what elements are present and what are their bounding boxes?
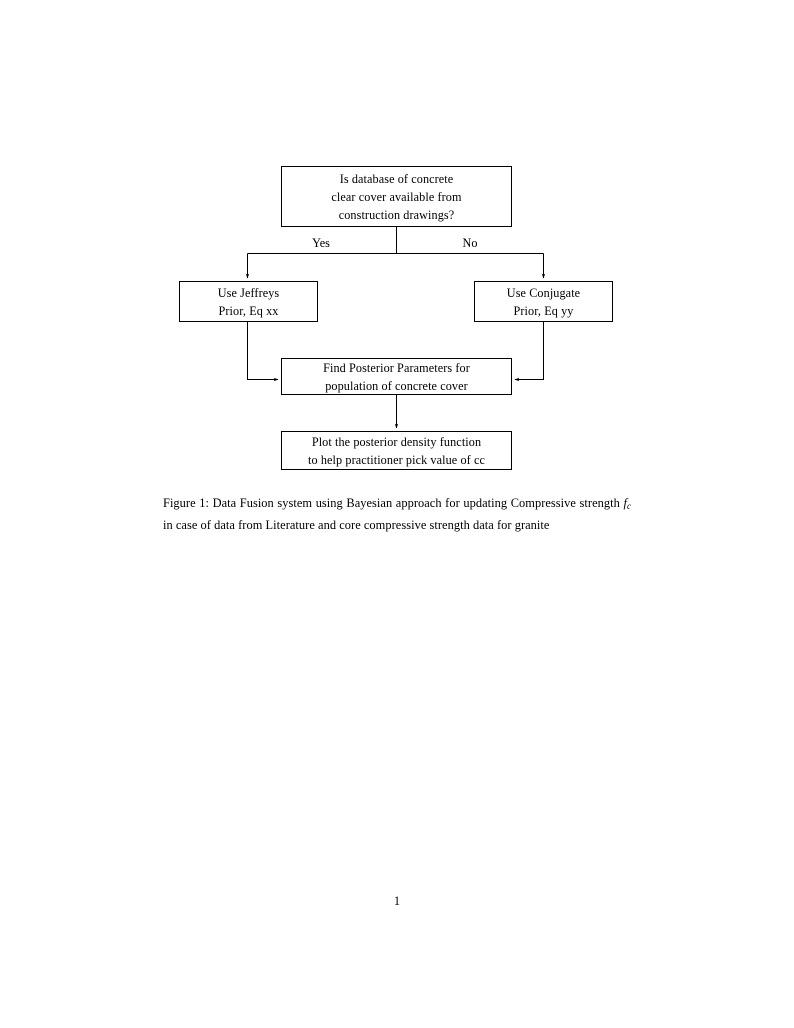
flowchart-connectors [245, 227, 546, 429]
caption-text-before-math: Data Fusion system using Bayesian approa… [212, 496, 620, 510]
edge-label-no: No [462, 236, 478, 250]
caption-label: Figure 1: [163, 496, 209, 510]
flow-node-plot-posterior: Plot the posterior density function to h… [281, 431, 512, 470]
node-plot-line-1: Plot the posterior density function [311, 434, 482, 449]
node-posterior-line-2: population of concrete cover [325, 378, 468, 393]
figure-caption: Figure 1: Data Fusion system using Bayes… [163, 494, 631, 534]
flow-node-question: Is database of concrete clear cover avai… [281, 166, 512, 227]
node-jeffreys-line-1: Use Jeffreys [217, 285, 280, 300]
flow-node-jeffreys-prior: Use Jeffreys Prior, Eq xx [179, 281, 318, 322]
edge-label-yes: Yes [312, 236, 330, 250]
caption-math-subscript: c [626, 500, 631, 511]
node-jeffreys-line-2: Prior, Eq xx [218, 303, 279, 318]
node-question-line-3: construction drawings? [338, 207, 455, 222]
flow-node-find-posterior: Find Posterior Parameters for population… [281, 358, 512, 395]
caption-math-base: f [623, 496, 627, 510]
edge-conjugate-to-posterior [514, 322, 544, 382]
flow-node-conjugate-prior: Use Conjugate Prior, Eq yy [474, 281, 613, 322]
edge-jeffreys-to-posterior [247, 322, 279, 382]
page-number: 1 [393, 894, 401, 908]
node-conjugate-line-1: Use Conjugate [506, 285, 581, 300]
caption-text-after-math: in case of data from Literature and core… [163, 517, 550, 532]
figure-1-flowchart: Is database of concrete clear cover avai… [0, 0, 794, 490]
node-question-line-2: clear cover available from [331, 189, 462, 204]
node-conjugate-line-2: Prior, Eq yy [513, 303, 574, 318]
node-question-line-1: Is database of concrete [339, 171, 454, 186]
node-plot-line-2: to help practitioner pick value of cc [308, 452, 485, 467]
node-posterior-line-1: Find Posterior Parameters for [323, 360, 470, 375]
caption-math-variable: fc [623, 496, 631, 511]
